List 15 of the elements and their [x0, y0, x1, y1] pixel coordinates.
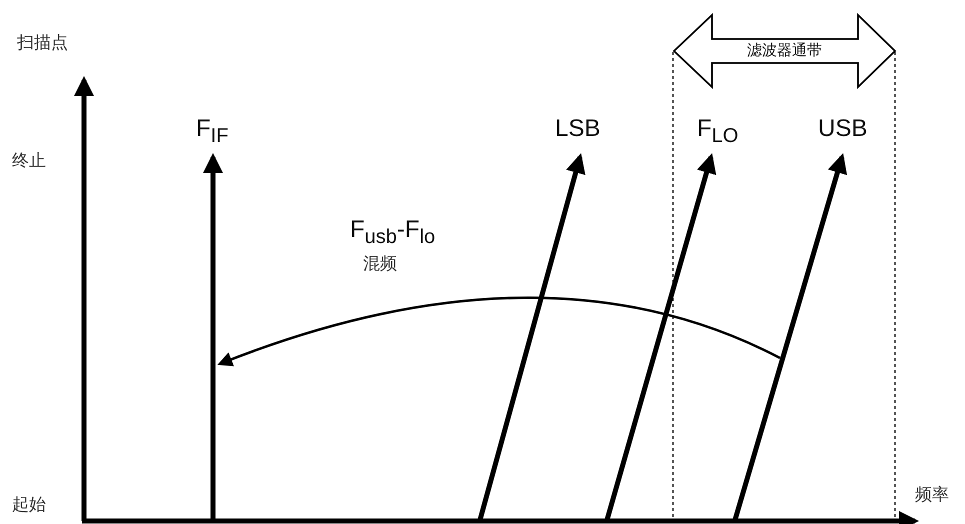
signal-label: F$_{LO}$ [697, 117, 738, 146]
double-arrow-band: 滤波器通带 [672, 13, 897, 89]
signal-label: USB [818, 117, 868, 141]
signal-label: F$_{IF}$ [196, 117, 228, 146]
formula-label: F$_{usb}$-F$_{lo}$ [350, 218, 436, 247]
axis-label: 频率 [915, 486, 949, 503]
arrow [732, 153, 848, 521]
arrow [478, 153, 586, 521]
arrow [203, 153, 223, 520]
tick-label: 起始 [12, 496, 46, 513]
arrow [604, 153, 716, 521]
axis-label: 扫描点 [17, 34, 68, 51]
tick-label: 终止 [12, 152, 46, 169]
annotation-label: 混频 [363, 255, 397, 272]
signal-label: LSB [555, 117, 600, 141]
